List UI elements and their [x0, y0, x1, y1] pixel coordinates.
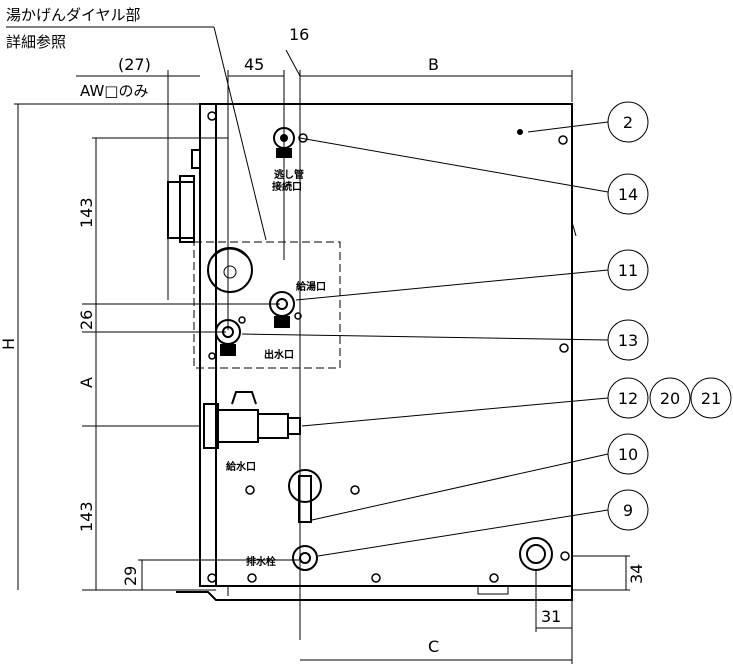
callout-21: 21 [690, 377, 732, 419]
dim-C: C [428, 637, 439, 656]
callout-11: 11 [607, 249, 649, 291]
dim-B: B [428, 55, 439, 74]
callout-13: 13 [607, 319, 649, 361]
dial-detail-note: 湯かげんダイヤル部 [6, 6, 141, 24]
svg-text:21: 21 [701, 389, 721, 408]
svg-text:11: 11 [618, 261, 638, 280]
water-inlet-label: 給水口 [226, 460, 256, 473]
drain-plug-icon [292, 545, 318, 571]
aw-only-note: AW□のみ [80, 82, 148, 100]
temperature-dial-icon [207, 247, 253, 293]
dim-26: 26 [77, 310, 96, 330]
dim-A: A [77, 377, 96, 388]
hot-water-outlet-icon [269, 291, 295, 328]
hot-water-outlet-label: 給湯口 [296, 280, 326, 293]
drain-plug-label: 排水栓 [246, 555, 276, 568]
dim-16: 16 [289, 25, 309, 44]
unit-body [199, 103, 573, 587]
drain-handle-icon [288, 469, 322, 523]
svg-text:10: 10 [618, 445, 638, 464]
svg-text:2: 2 [623, 113, 633, 132]
dim-34: 34 [627, 564, 646, 584]
callout-9: 9 [607, 489, 649, 531]
dim-27: (27) [118, 55, 151, 74]
overflow-port-icon [273, 127, 295, 158]
bottom-fitting-icon [519, 537, 553, 571]
callout-14: 14 [607, 173, 649, 215]
dim-45: 45 [244, 55, 264, 74]
dim-H: H [0, 338, 18, 350]
svg-text:12: 12 [618, 389, 638, 408]
callout-20: 20 [649, 377, 691, 419]
dim-29: 29 [121, 566, 140, 586]
dim-143-top: 143 [77, 197, 96, 228]
callout-10: 10 [607, 433, 649, 475]
svg-text:20: 20 [660, 389, 680, 408]
svg-text:13: 13 [618, 331, 638, 350]
water-outlet-label: 出水口 [264, 348, 294, 361]
dim-143-bottom: 143 [77, 501, 96, 532]
overflow-port-label-1: 逃し管 [274, 168, 304, 181]
callout-2: 2 [607, 101, 649, 143]
dial-detail-box [193, 241, 341, 369]
water-inlet-icon [203, 391, 301, 449]
svg-text:9: 9 [623, 501, 633, 520]
svg-text:14: 14 [618, 185, 638, 204]
callout-12: 12 [607, 377, 649, 419]
overflow-port-label-2: 接続口 [272, 180, 302, 193]
refer-detail-note: 詳細参照 [6, 33, 66, 51]
screw-marks [207, 111, 570, 583]
dim-31: 31 [541, 607, 561, 626]
